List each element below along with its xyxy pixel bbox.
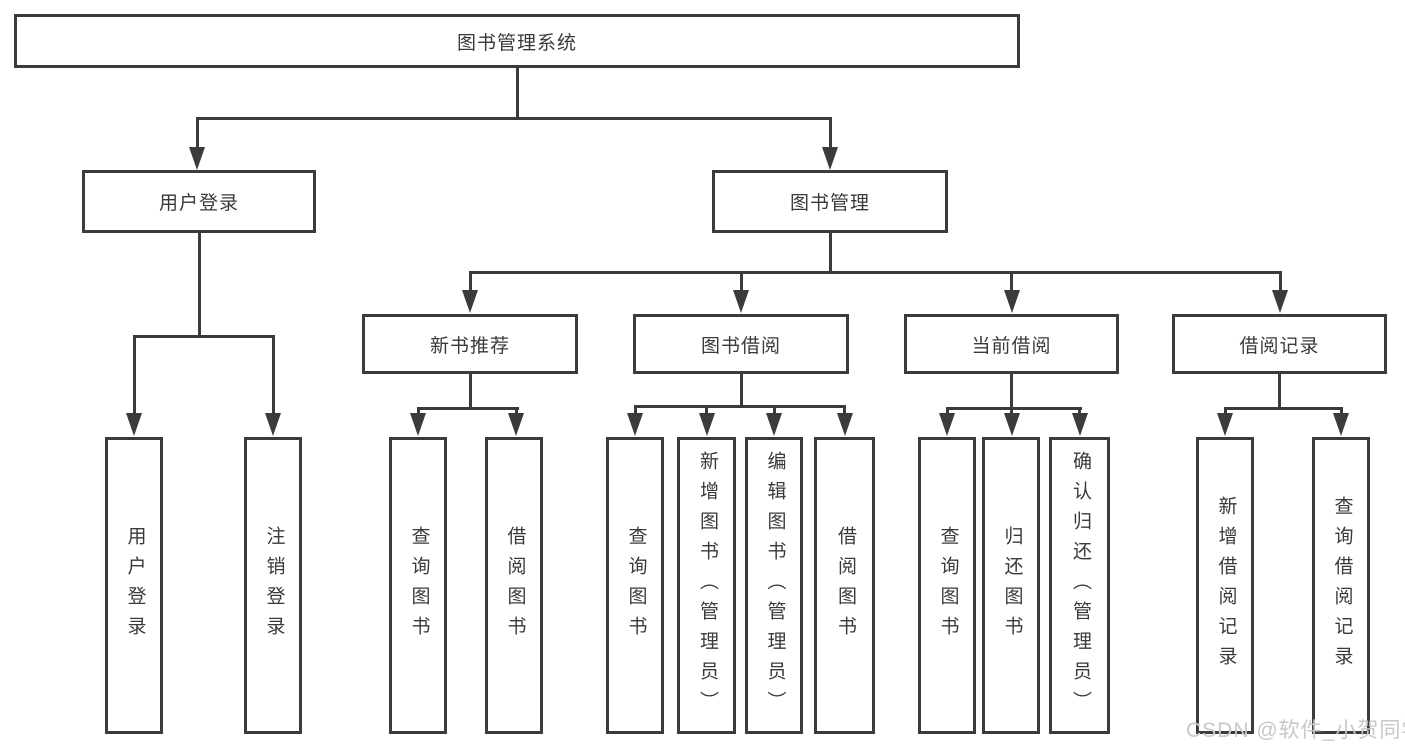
leaf-user-login: 用户登录 <box>105 437 163 734</box>
leaf-logout-label: 注销登录 <box>263 525 285 646</box>
csdn-watermark: CSDN @软件_小贺同学 <box>1186 719 1405 742</box>
connector-line <box>773 405 776 415</box>
connector-line <box>417 407 519 410</box>
leaf-br-query-record-label: 查询借阅记录 <box>1331 495 1353 676</box>
leaf-cb-query-books: 查询图书 <box>918 437 976 734</box>
leaf-br-query-record: 查询借阅记录 <box>1312 437 1370 734</box>
connector-line <box>469 271 472 291</box>
connector-line <box>829 233 832 271</box>
leaf-cb-query-books-label: 查询图书 <box>937 525 959 646</box>
connector-line <box>705 405 708 415</box>
leaf-nb-borrow-books: 借阅图书 <box>485 437 543 734</box>
leaf-br-add-record: 新增借阅记录 <box>1196 437 1254 734</box>
leaf-bb-add-books-admin: 新增图书（管理员） <box>677 437 736 734</box>
connector-line <box>469 271 1282 274</box>
node-book-borrowing: 图书借阅 <box>633 314 849 374</box>
arrow-down-icon <box>939 413 955 436</box>
connector-line <box>469 374 472 407</box>
connector-line <box>417 407 420 415</box>
connector-line <box>829 117 832 148</box>
node-book-management-label: 图书管理 <box>789 193 870 214</box>
leaf-user-login-label: 用户登录 <box>124 525 146 646</box>
connector-line <box>634 405 846 408</box>
node-user-login: 用户登录 <box>82 170 316 233</box>
connector-line <box>1010 407 1013 415</box>
leaf-bb-query-books: 查询图书 <box>606 437 664 734</box>
node-book-borrowing-label: 图书借阅 <box>700 335 781 357</box>
connector-line <box>133 335 275 338</box>
arrow-down-icon <box>1004 413 1020 436</box>
connector-line <box>196 117 832 120</box>
leaf-bb-edit-books-admin-label: 编辑图书（管理员） <box>764 450 786 721</box>
leaf-logout: 注销登录 <box>244 437 302 734</box>
arrow-down-icon <box>265 413 281 436</box>
arrow-down-icon <box>126 413 142 436</box>
connector-line <box>946 407 1082 410</box>
leaf-cb-confirm-return-admin: 确认归还（管理员） <box>1049 437 1110 734</box>
connector-line <box>1010 374 1013 407</box>
arrow-down-icon <box>1333 413 1349 436</box>
connector-line <box>198 233 201 335</box>
node-root: 图书管理系统 <box>14 14 1020 68</box>
leaf-bb-add-books-admin-label: 新增图书（管理员） <box>696 450 718 721</box>
connector-line <box>634 405 637 415</box>
arrow-down-icon <box>1272 290 1288 313</box>
arrow-down-icon <box>410 413 426 436</box>
connector-line <box>946 407 949 415</box>
connector-line <box>1224 407 1343 410</box>
connector-line <box>272 335 275 414</box>
arrow-down-icon <box>766 413 782 436</box>
node-book-management: 图书管理 <box>712 170 948 233</box>
node-current-borrowing-label: 当前借阅 <box>971 335 1052 357</box>
arrow-down-icon <box>822 147 838 170</box>
connector-line <box>843 405 846 415</box>
arrow-down-icon <box>837 413 853 436</box>
arrow-down-icon <box>627 413 643 436</box>
leaf-cb-confirm-return-admin-label: 确认归还（管理员） <box>1069 450 1091 721</box>
arrow-down-icon <box>733 290 749 313</box>
leaf-bb-query-books-label: 查询图书 <box>625 525 647 646</box>
arrow-down-icon <box>699 413 715 436</box>
node-borrowing-records-label: 借阅记录 <box>1239 335 1320 357</box>
node-current-borrowing: 当前借阅 <box>904 314 1119 374</box>
leaf-nb-query-books-label: 查询图书 <box>408 525 430 646</box>
leaf-br-add-record-label: 新增借阅记录 <box>1215 495 1237 676</box>
arrow-down-icon <box>1004 290 1020 313</box>
connector-line <box>516 68 519 117</box>
node-user-login-label: 用户登录 <box>158 193 239 214</box>
node-borrowing-records: 借阅记录 <box>1172 314 1387 374</box>
arrow-down-icon <box>1217 413 1233 436</box>
leaf-bb-borrow-books: 借阅图书 <box>814 437 875 734</box>
node-root-label: 图书管理系统 <box>456 32 577 54</box>
connector-line <box>515 407 518 415</box>
node-new-book-recommendation: 新书推荐 <box>362 314 578 374</box>
arrow-down-icon <box>462 290 478 313</box>
node-new-book-recommendation-label: 新书推荐 <box>429 335 510 357</box>
leaf-bb-edit-books-admin: 编辑图书（管理员） <box>745 437 803 734</box>
connector-line <box>1279 271 1282 291</box>
leaf-bb-borrow-books-label: 借阅图书 <box>834 525 856 646</box>
connector-line <box>1340 407 1343 415</box>
connector-line <box>1010 271 1013 291</box>
connector-line <box>1278 374 1281 407</box>
leaf-cb-return-books: 归还图书 <box>982 437 1040 734</box>
leaf-nb-borrow-books-label: 借阅图书 <box>504 525 526 646</box>
leaf-nb-query-books: 查询图书 <box>389 437 447 734</box>
arrow-down-icon <box>508 413 524 436</box>
connector-line <box>740 374 743 405</box>
arrow-down-icon <box>189 147 205 170</box>
arrow-down-icon <box>1072 413 1088 436</box>
connector-line <box>196 117 199 148</box>
connector-line <box>740 271 743 291</box>
connector-line <box>1224 407 1227 415</box>
leaf-cb-return-books-label: 归还图书 <box>1001 525 1023 646</box>
connector-line <box>133 335 136 414</box>
connector-line <box>1078 407 1081 415</box>
